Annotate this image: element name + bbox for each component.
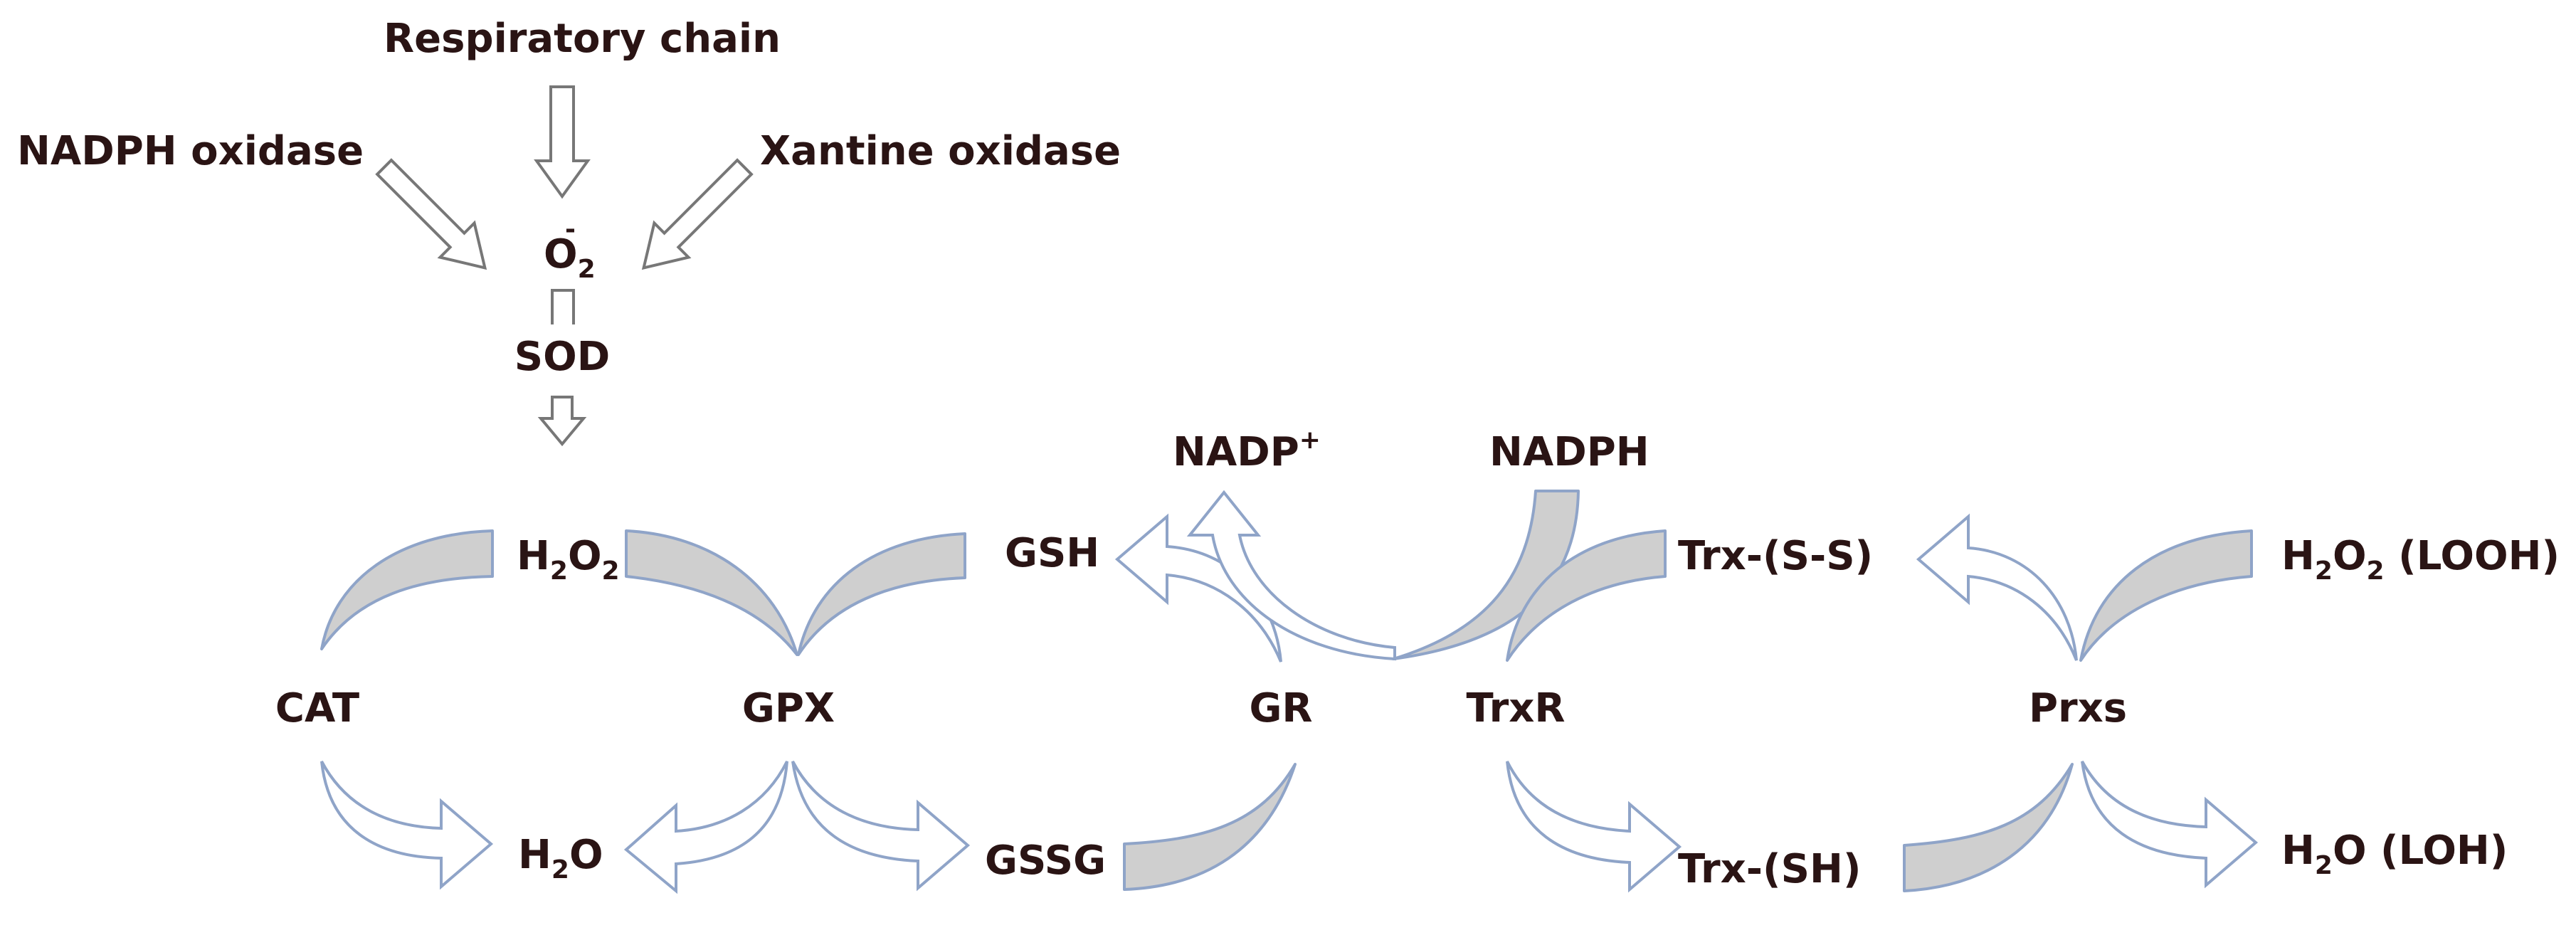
superoxide-to-sod-connector: [551, 289, 575, 324]
gssg-band: [1123, 763, 1297, 891]
trx-ss-band: [1506, 529, 1667, 662]
nadph-oxidase-label: NADPH oxidase: [17, 128, 364, 174]
h2o-loh-label: H2O (LOH): [2281, 828, 2508, 880]
gpx-label: GPX: [742, 685, 835, 732]
trxr-to-trx-sh-arrow: [1506, 761, 1682, 893]
trxr-label: TrxR: [1467, 685, 1566, 732]
h2o2-label: H2O2: [517, 533, 620, 586]
respiratory-chain-arrow: [534, 85, 591, 199]
nadph-label: NADPH: [1489, 429, 1649, 475]
respiratory-chain-label: Respiratory chain: [384, 16, 781, 62]
gsh-label: GSH: [1005, 530, 1099, 576]
xantine-oxidase-label: Xantine oxidase: [760, 128, 1121, 174]
h2o-label: H2O: [518, 832, 603, 884]
gssg-label: GSSG: [985, 838, 1106, 884]
nadph-oxidase-arrow: [375, 158, 487, 270]
trx-sh-label: Trx-(SH): [1678, 846, 1861, 892]
cat-label: CAT: [275, 685, 359, 732]
xantine-oxidase-arrow: [641, 158, 754, 270]
nadp-plus-label: NADP+: [1173, 426, 1321, 475]
sod-label: SOD: [514, 334, 610, 380]
nadph-band: [1392, 490, 1580, 660]
superoxide-charge: -: [565, 215, 576, 244]
gr-label: GR: [1249, 685, 1312, 732]
prxs-to-trx-ss-arrow: [1916, 513, 2078, 661]
gpx-h2o2-band: [625, 529, 798, 656]
cat-h2o2-band: [320, 529, 494, 650]
trx-ss-label: Trx-(S-S): [1678, 533, 1873, 579]
sod-arrow: [537, 396, 587, 447]
gpx-to-gssg-arrow: [791, 761, 971, 892]
trx-sh-band: [1903, 763, 2074, 892]
gpx-to-h2o-arrow: [623, 761, 788, 894]
gpx-gsh-band: [797, 532, 966, 656]
superoxide-label: O2: [544, 231, 596, 284]
cat-to-h2o-arrow: [320, 761, 494, 890]
looh-band: [2079, 529, 2253, 662]
prxs-label: Prxs: [2029, 685, 2127, 732]
to-nadp-plus-arrow: [1186, 490, 1396, 661]
h2o2-looh-label: H2O2 (LOOH): [2281, 533, 2560, 586]
prxs-to-h2o-loh-arrow: [2081, 761, 2259, 889]
